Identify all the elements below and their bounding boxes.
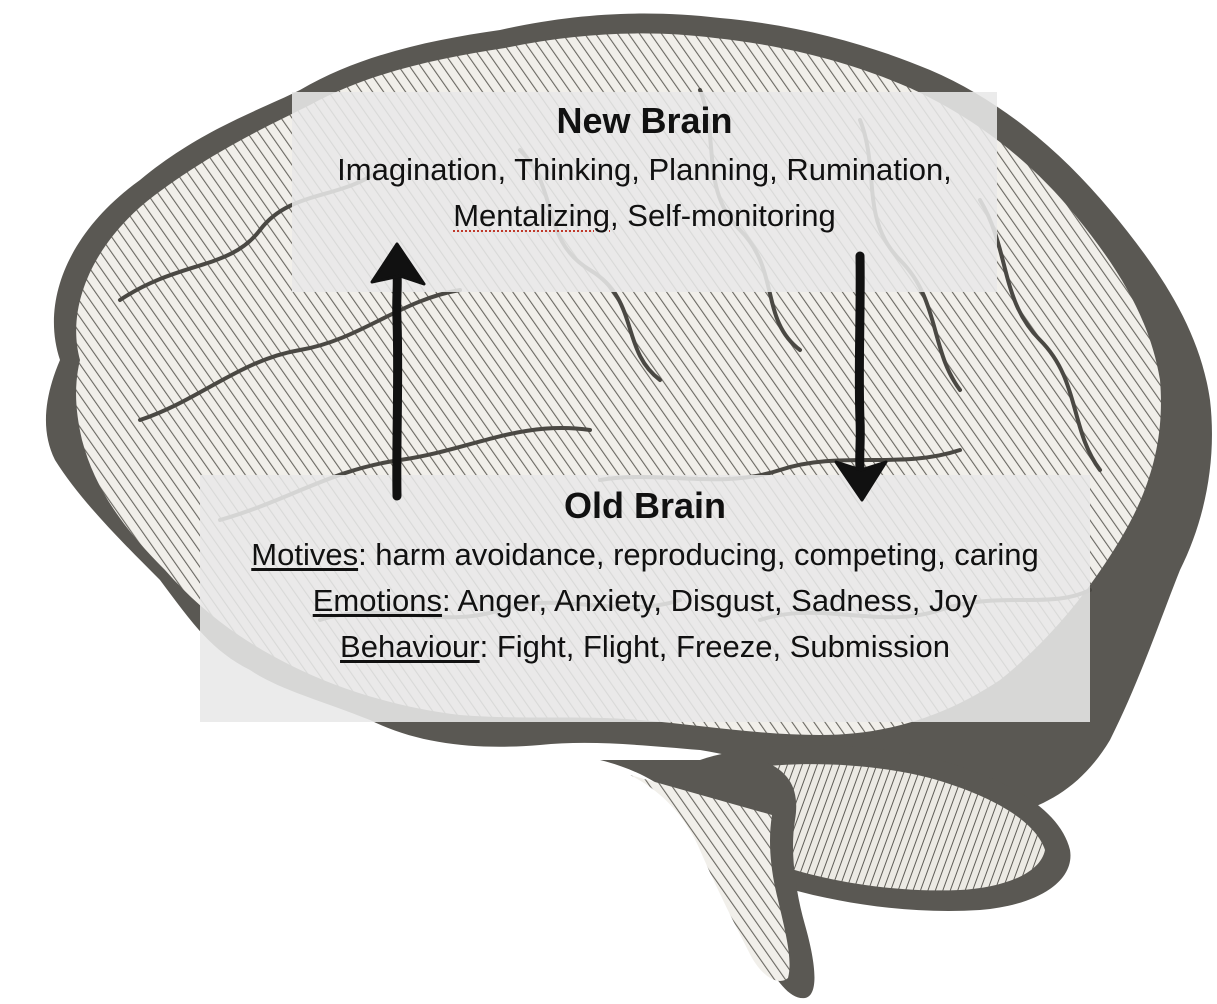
behaviour-label: Behaviour xyxy=(340,629,480,664)
new-brain-functions-line2: Mentalizing, Self-monitoring xyxy=(292,198,997,234)
mentalizing-word: Mentalizing xyxy=(453,198,610,233)
emotions-label: Emotions xyxy=(313,583,442,618)
new-brain-functions-line1: Imagination, Thinking, Planning, Ruminat… xyxy=(292,152,997,188)
emotions-line: Emotions: Anger, Anxiety, Disgust, Sadne… xyxy=(200,583,1090,619)
motives-line: Motives: harm avoidance, reproducing, co… xyxy=(200,537,1090,573)
new-brain-line2-rest: , Self-monitoring xyxy=(610,198,836,233)
emotions-text: : Anger, Anxiety, Disgust, Sadness, Joy xyxy=(442,583,977,618)
behaviour-line: Behaviour: Fight, Flight, Freeze, Submis… xyxy=(200,629,1090,665)
old-brain-box: Old Brain Motives: harm avoidance, repro… xyxy=(200,475,1090,722)
old-brain-title: Old Brain xyxy=(200,485,1090,527)
new-brain-title: New Brain xyxy=(292,100,997,142)
motives-text: : harm avoidance, reproducing, competing… xyxy=(358,537,1039,572)
motives-label: Motives xyxy=(251,537,358,572)
new-brain-box: New Brain Imagination, Thinking, Plannin… xyxy=(292,92,997,292)
behaviour-text: : Fight, Flight, Freeze, Submission xyxy=(480,629,950,664)
